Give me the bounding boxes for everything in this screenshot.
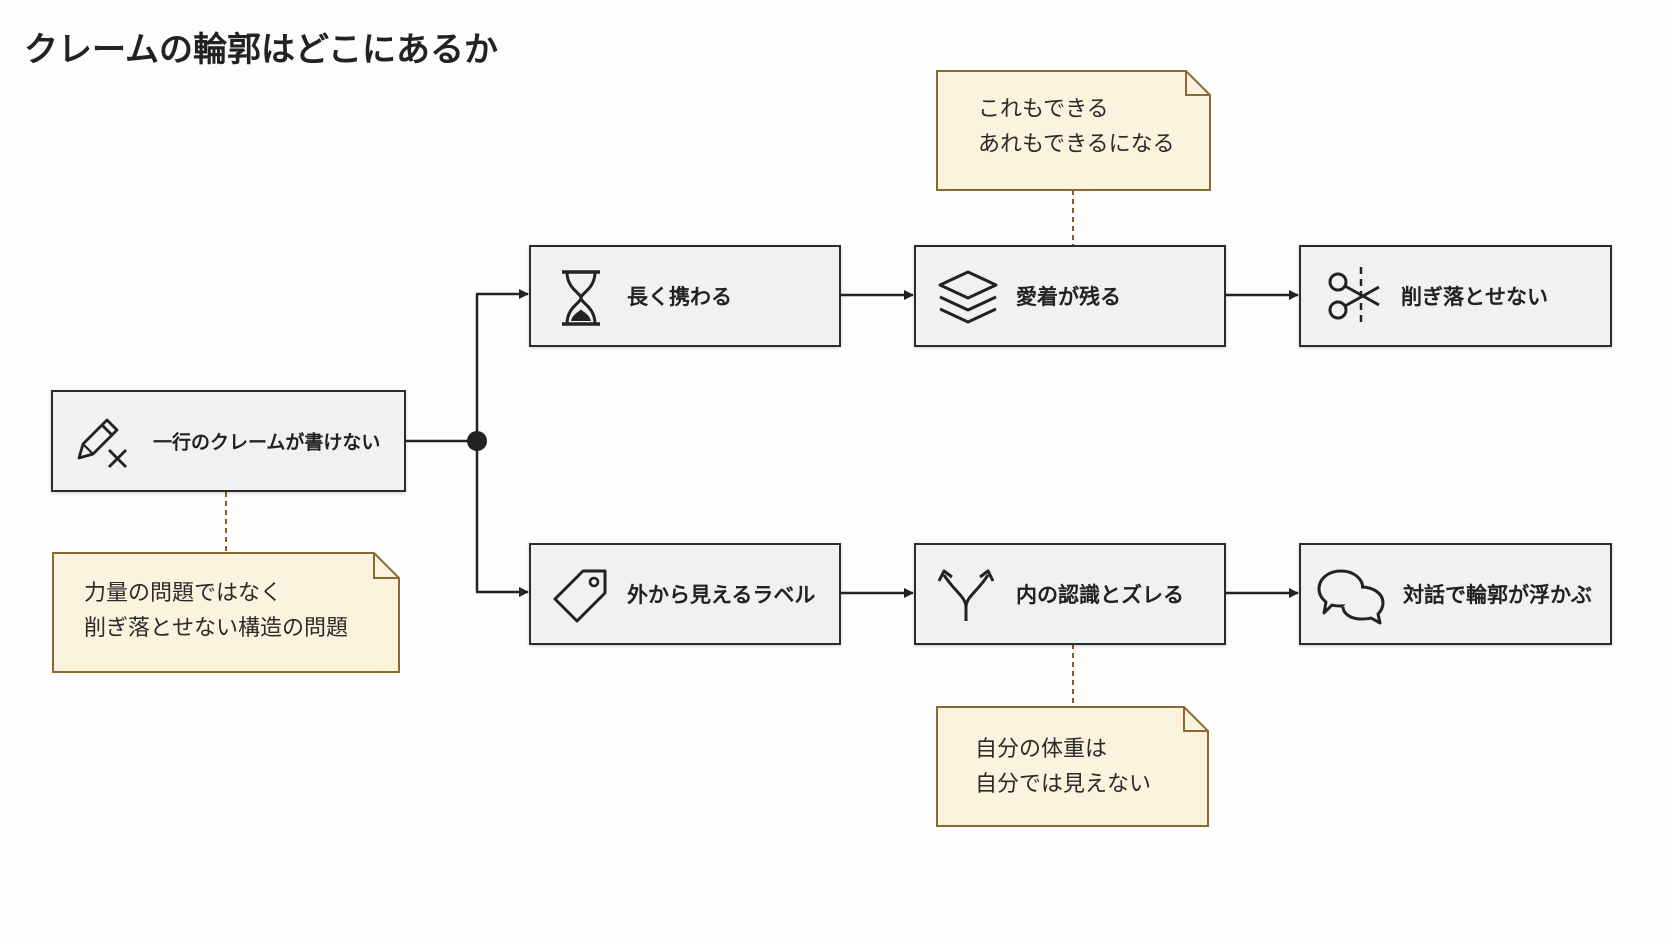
node-top1: 長く携わる: [529, 245, 841, 347]
node-bottom2: 内の認識とズレる: [914, 543, 1226, 645]
node-bottom3: 対話で輪郭が浮かぶ: [1299, 543, 1612, 645]
note-bottom-line2: 自分では見えない: [975, 772, 1152, 797]
node-start: 一行のクレームが書けない: [51, 390, 406, 492]
node-bottom2-label: 内の認識とズレる: [1016, 583, 1184, 607]
chat-bubbles-icon: [1317, 569, 1385, 625]
node-bottom1: 外から見えるラベル: [529, 543, 841, 645]
note-left-line2: 削ぎ落とせない構造の問題: [84, 616, 349, 641]
diagram-title: クレームの輪郭はどこにあるか: [24, 30, 498, 70]
layers-icon: [938, 270, 998, 324]
note-left: 力量の問題ではなく 削ぎ落とせない構造の問題: [52, 552, 400, 673]
note-top-paper: [936, 70, 1211, 191]
node-bottom3-label: 対話で輪郭が浮かぶ: [1403, 583, 1592, 607]
note-left-paper: [52, 552, 400, 673]
node-top2: 愛着が残る: [914, 245, 1226, 347]
scissors-icon: [1328, 267, 1380, 327]
hourglass-icon: [562, 270, 600, 326]
pencil-x-icon: [77, 418, 127, 468]
note-bottom-line1: 自分の体重は: [975, 737, 1108, 762]
note-left-line1: 力量の問題ではなく: [84, 581, 283, 606]
node-top3: 削ぎ落とせない: [1299, 245, 1612, 347]
node-top2-label: 愛着が残る: [1016, 285, 1121, 309]
note-top-line1: これもできる: [978, 97, 1109, 122]
note-top-line2: あれもできるになる: [978, 132, 1175, 157]
note-bottom-paper: [936, 706, 1209, 827]
tag-icon: [553, 569, 607, 623]
note-bottom: 自分の体重は 自分では見えない: [936, 706, 1209, 827]
diverging-arrows-icon: [937, 569, 995, 621]
node-top3-label: 削ぎ落とせない: [1401, 285, 1548, 309]
note-top: これもできる あれもできるになる: [936, 70, 1211, 191]
node-top1-label: 長く携わる: [627, 285, 732, 309]
node-start-label: 一行のクレームが書けない: [153, 431, 381, 454]
node-bottom1-label: 外から見えるラベル: [627, 583, 816, 607]
